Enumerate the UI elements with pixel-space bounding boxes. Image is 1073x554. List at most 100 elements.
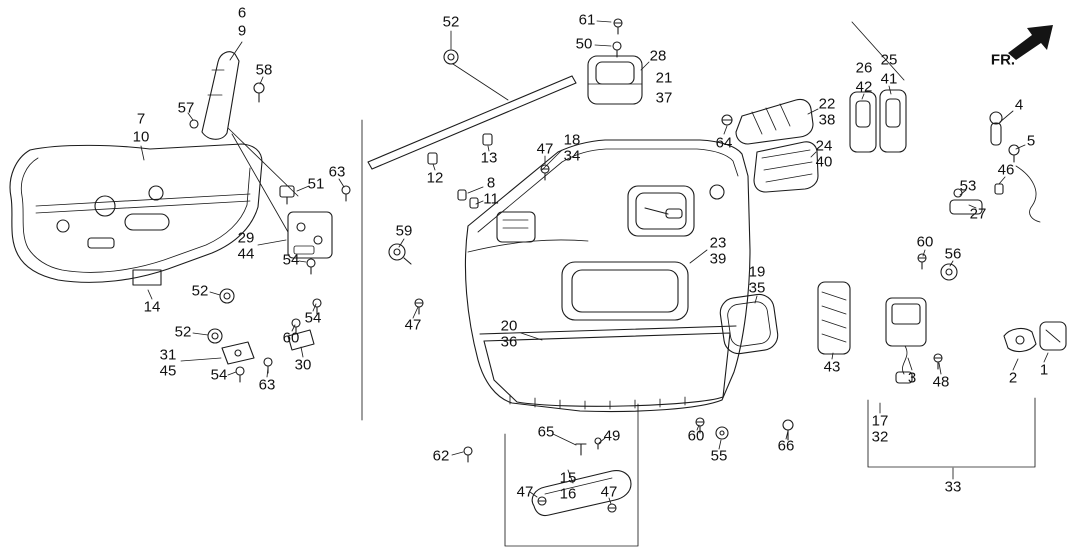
callout-58: 58 — [255, 61, 273, 79]
callout-8: 8 — [486, 174, 496, 192]
callout-4: 4 — [1014, 96, 1024, 114]
callout-56: 56 — [944, 245, 962, 263]
pillar-garnish-drawing — [189, 51, 265, 140]
callout-37: 37 — [655, 89, 673, 107]
callout-54: 54 — [282, 251, 300, 269]
inner-handle-drawing — [1003, 321, 1067, 353]
callout-24: 24 — [815, 137, 833, 155]
screw-60-right-drawing — [917, 253, 927, 270]
callout-44: 44 — [237, 245, 255, 263]
callout-26: 26 — [855, 59, 873, 77]
callout-46: 46 — [997, 161, 1015, 179]
callout-22: 22 — [818, 95, 836, 113]
callout-47: 47 — [516, 483, 534, 501]
callout-31: 31 — [159, 346, 177, 364]
door-trim-panel-drawing — [464, 139, 779, 413]
callout-49: 49 — [603, 427, 621, 445]
callout-54: 54 — [210, 366, 228, 384]
switch-garnish-drawings — [849, 89, 907, 153]
callout-60: 60 — [687, 427, 705, 445]
callout-55: 55 — [710, 447, 728, 465]
callout-52: 52 — [191, 282, 209, 300]
fr-arrow-icon — [1008, 25, 1053, 60]
callout-18: 18 — [563, 131, 581, 149]
callout-50: 50 — [575, 35, 593, 53]
callout-38: 38 — [818, 111, 836, 129]
callout-27: 27 — [969, 205, 987, 223]
tweeter-garnish-drawing — [753, 141, 819, 193]
weatherstrip-drawing — [367, 75, 577, 209]
callout-51: 51 — [307, 175, 325, 193]
lower-garnish-43-drawing — [817, 281, 851, 355]
callout-63: 63 — [258, 376, 276, 394]
power-window-switch-drawing — [885, 297, 927, 384]
callout-52: 52 — [442, 13, 460, 31]
callout-3: 3 — [907, 369, 917, 387]
lock-knob-cluster-drawing — [949, 111, 1041, 223]
callout-60: 60 — [282, 329, 300, 347]
callout-66: 66 — [777, 437, 795, 455]
callout-47: 47 — [536, 140, 554, 158]
callout-40: 40 — [815, 153, 833, 171]
callout-41: 41 — [880, 70, 898, 88]
clip-64-drawing — [721, 114, 733, 126]
callout-35: 35 — [748, 279, 766, 297]
screw-61-drawing — [613, 18, 623, 35]
callout-48: 48 — [932, 373, 950, 391]
callout-62: 62 — [432, 447, 450, 465]
callout-11: 11 — [483, 190, 499, 208]
screw-48-drawing — [933, 353, 943, 370]
door-inner-panel-drawing — [9, 143, 263, 286]
callout-12: 12 — [426, 169, 444, 187]
callout-15: 15 — [559, 469, 577, 487]
callout-25: 25 — [880, 51, 898, 69]
clip-50-drawing — [612, 41, 622, 58]
callout-61: 61 — [578, 11, 596, 29]
callout-21: 21 — [655, 69, 673, 87]
callout-54: 54 — [304, 309, 322, 327]
callout-43: 43 — [823, 358, 841, 376]
callout-53: 53 — [959, 177, 977, 195]
callout-29: 29 — [237, 229, 255, 247]
callout-52: 52 — [174, 323, 192, 341]
callout-30: 30 — [294, 356, 312, 374]
callout-42: 42 — [855, 78, 873, 96]
callout-47: 47 — [404, 316, 422, 334]
callout-34: 34 — [563, 147, 581, 165]
callout-65: 65 — [537, 423, 555, 441]
callout-5: 5 — [1026, 132, 1036, 150]
callout-19: 19 — [748, 263, 766, 281]
bracket-lines — [227, 21, 1036, 547]
callout-63: 63 — [328, 163, 346, 181]
callout-28: 28 — [649, 47, 667, 65]
callout-60: 60 — [916, 233, 934, 251]
callout-23: 23 — [709, 234, 727, 252]
callout-13: 13 — [480, 149, 498, 167]
callout-57: 57 — [177, 99, 195, 117]
grommet-56-drawing — [940, 263, 958, 281]
callout-59: 59 — [395, 222, 413, 240]
callout-10: 10 — [132, 128, 150, 146]
callout-17: 17 — [871, 412, 889, 430]
courtesy-lens-drawing — [719, 293, 779, 355]
callout-39: 39 — [709, 250, 727, 268]
callout-36: 36 — [500, 333, 518, 351]
callout-9: 9 — [237, 22, 247, 40]
left-hardware-drawings — [207, 164, 550, 383]
callout-47: 47 — [600, 483, 618, 501]
speaker-garnish-drawing — [735, 98, 814, 145]
callout-20: 20 — [500, 317, 518, 335]
callout-14: 14 — [143, 298, 161, 316]
callout-1: 1 — [1039, 361, 1049, 379]
door-pocket-drawing — [587, 55, 643, 105]
fr-direction-label: FR. — [990, 51, 1016, 69]
callout-7: 7 — [136, 110, 146, 128]
grommet-52-top-drawing — [443, 49, 459, 65]
callout-16: 16 — [559, 485, 577, 503]
pull-handle-drawing — [463, 417, 794, 517]
callout-64: 64 — [715, 134, 733, 152]
callout-2: 2 — [1008, 369, 1018, 387]
callout-33: 33 — [944, 478, 962, 496]
